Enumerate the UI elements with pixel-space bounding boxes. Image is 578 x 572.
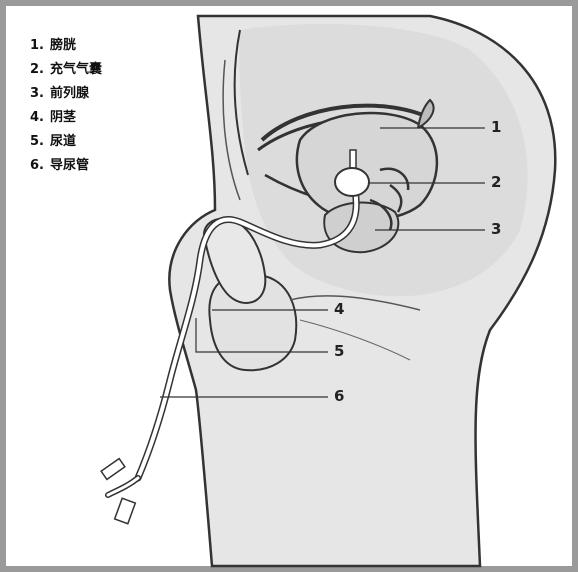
legend-item: 2.充气气囊 [30, 58, 102, 82]
legend-item: 5.尿道 [30, 130, 102, 154]
callout-label-3: 3 [491, 220, 501, 238]
callout-label-2: 2 [491, 173, 501, 191]
legend-label: 膀胱 [50, 38, 76, 53]
legend-item: 3.前列腺 [30, 82, 102, 106]
catheter-port-small [101, 459, 125, 480]
callout-label-5: 5 [334, 342, 344, 360]
legend-number: 3. [30, 82, 50, 106]
legend-number: 1. [30, 34, 50, 58]
legend-label: 阴茎 [50, 110, 76, 125]
legend-item: 1.膀胱 [30, 34, 102, 58]
callout-label-6: 6 [334, 387, 344, 405]
legend-number: 6. [30, 154, 50, 178]
legend-number: 2. [30, 58, 50, 82]
legend-number: 4. [30, 106, 50, 130]
legend-number: 5. [30, 130, 50, 154]
legend-item: 4.阴茎 [30, 106, 102, 130]
legend-label: 充气气囊 [50, 62, 102, 77]
legend-list: 1.膀胱 2.充气气囊 3.前列腺 4.阴茎 5.尿道 6.导尿管 [30, 34, 102, 178]
callout-label-4: 4 [334, 300, 344, 318]
balloon-shape [335, 168, 369, 196]
catheter-port-large [115, 498, 136, 523]
callout-label-1: 1 [491, 118, 501, 136]
legend-label: 导尿管 [50, 158, 89, 173]
legend-item: 6.导尿管 [30, 154, 102, 178]
legend-label: 尿道 [50, 134, 76, 149]
legend-label: 前列腺 [50, 86, 89, 101]
